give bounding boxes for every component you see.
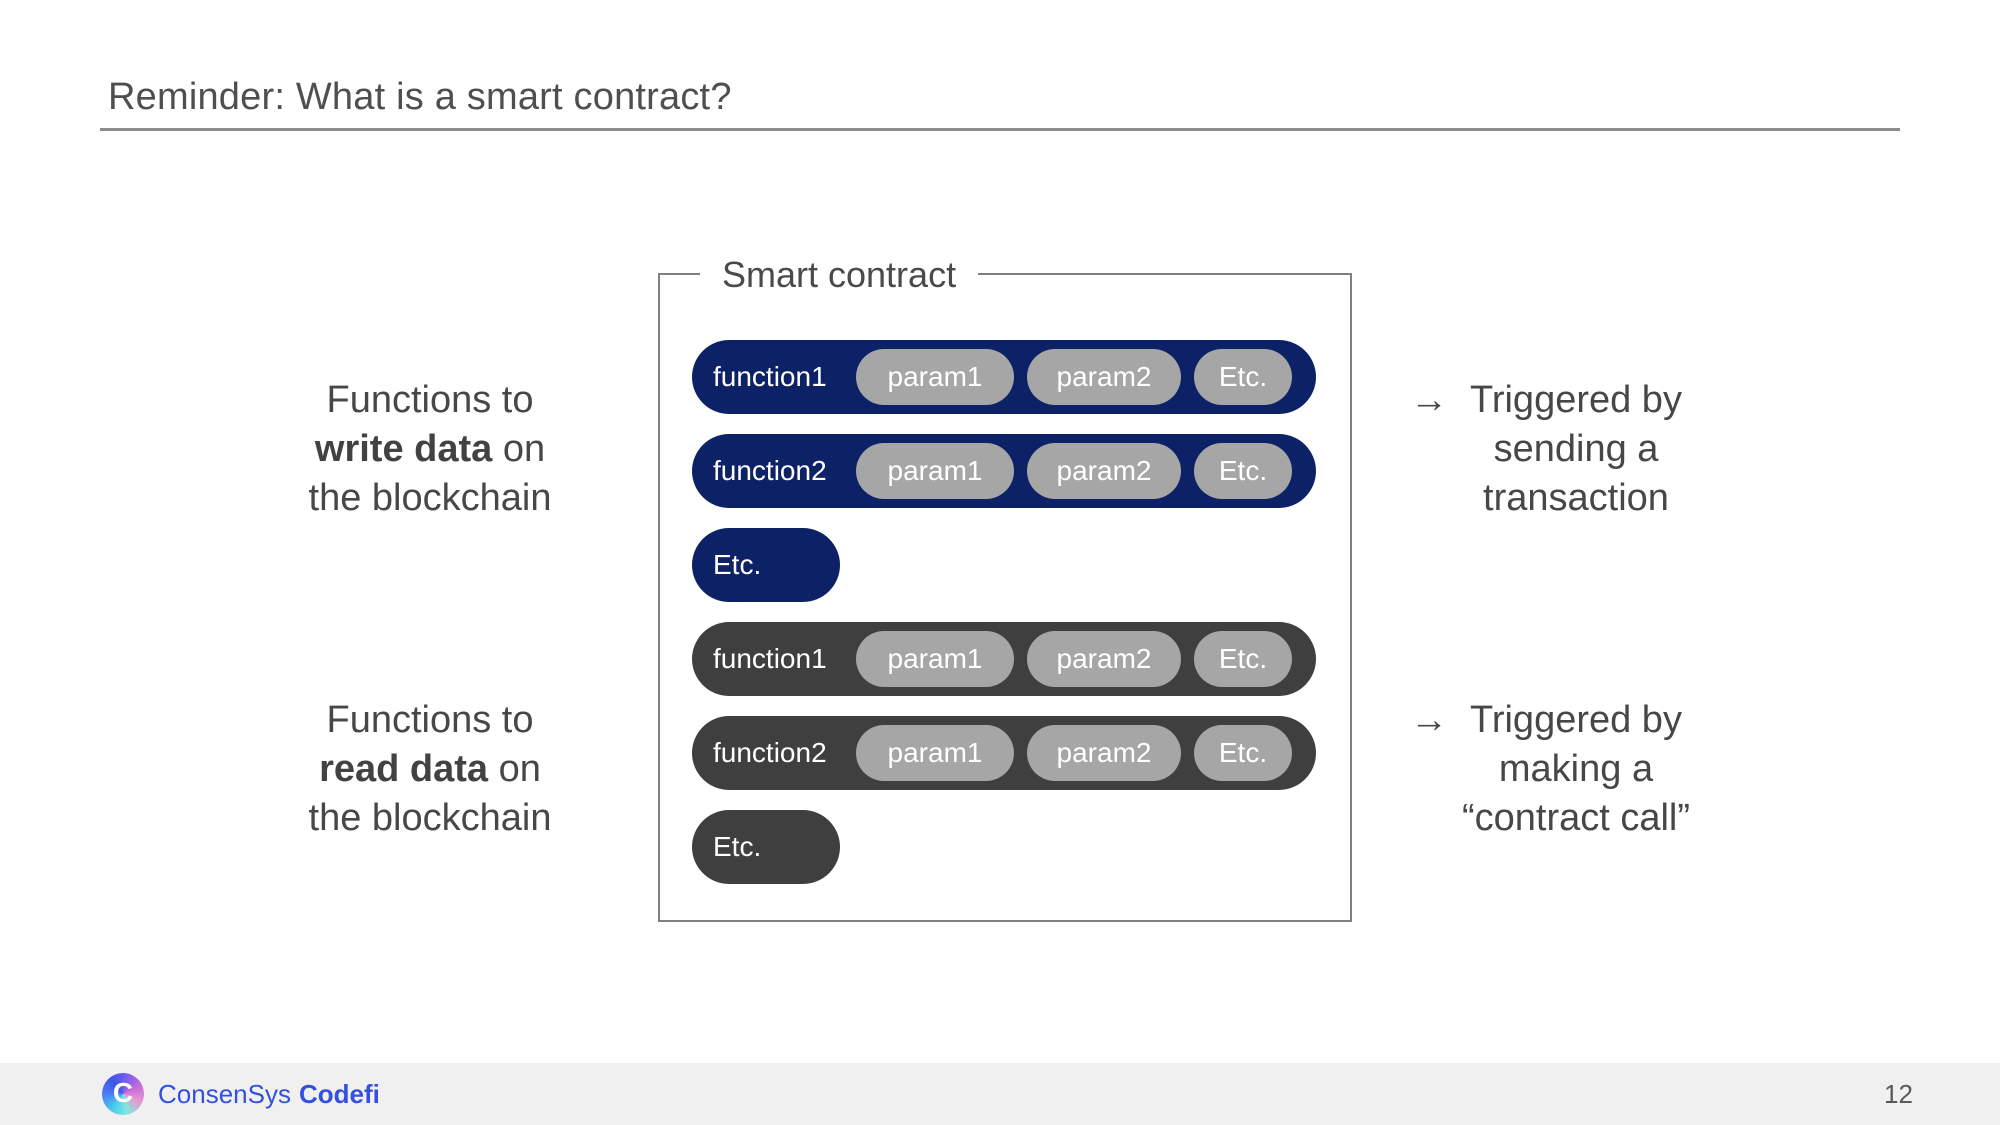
- function-name: function1: [713, 643, 827, 674]
- function-name: function2: [713, 737, 827, 768]
- note-line: read data on: [230, 745, 630, 794]
- footer-bar: C ConsenSys Codefi 12: [0, 1063, 2000, 1125]
- function-name: Etc.: [713, 831, 762, 862]
- note-line: “contract call”: [1461, 797, 1691, 839]
- param-list: param1 param2 Etc.: [856, 349, 1292, 405]
- param-pill: param2: [1027, 725, 1181, 781]
- write-functions-note: Functions to write data on the blockchai…: [230, 376, 630, 523]
- param-pill: Etc.: [1194, 631, 1292, 687]
- note-line: Functions to: [326, 699, 534, 741]
- title-divider: [100, 128, 1900, 131]
- function-name: function2: [713, 455, 827, 486]
- note-line: Triggered by: [1470, 699, 1682, 741]
- note-line: the blockchain: [308, 477, 552, 519]
- function-name: function1: [713, 361, 827, 392]
- brand-bold: Codefi: [298, 1078, 380, 1109]
- param-pill: param2: [1027, 631, 1181, 687]
- note-line: making a: [1498, 748, 1654, 790]
- param-pill: param2: [1027, 349, 1181, 405]
- note-line: write data on: [230, 425, 630, 474]
- note-bold: read data: [319, 748, 489, 790]
- param-pill: param1: [856, 725, 1014, 781]
- page-title: Reminder: What is a smart contract?: [108, 76, 732, 118]
- param-pill: param1: [856, 631, 1014, 687]
- read-function-row-1: function1 param1 param2 Etc.: [692, 622, 1316, 696]
- note-line: Triggered by: [1470, 379, 1682, 421]
- note-rest: on: [488, 748, 541, 790]
- param-pill: param1: [856, 349, 1014, 405]
- brand-regular: ConsenSys: [158, 1078, 291, 1109]
- smart-contract-box: Smart contract: [658, 253, 1352, 922]
- smart-contract-label: Smart contract: [700, 253, 979, 297]
- read-trigger-note: → Triggered by making a “contract call”: [1408, 696, 1744, 843]
- note-bold: write data: [314, 428, 493, 470]
- param-pill: param2: [1027, 443, 1181, 499]
- note-line: transaction: [1483, 477, 1669, 519]
- read-functions-note: Functions to read data on the blockchain: [230, 696, 630, 843]
- right-arrow-icon: →: [1410, 699, 1448, 741]
- param-pill: Etc.: [1194, 443, 1292, 499]
- param-pill: Etc.: [1194, 349, 1292, 405]
- note-line: Functions to: [326, 379, 534, 421]
- param-pill: param1: [856, 443, 1014, 499]
- param-pill: Etc.: [1194, 725, 1292, 781]
- write-function-row-etc: Etc.: [692, 528, 840, 602]
- brand-name: ConsenSys Codefi: [158, 1063, 380, 1125]
- right-arrow-icon: →: [1410, 379, 1448, 421]
- page-number: 12: [1884, 1078, 1913, 1109]
- read-function-row-2: function2 param1 param2 Etc.: [692, 716, 1316, 790]
- note-line: sending a: [1493, 428, 1659, 470]
- param-list: param1 param2 Etc.: [856, 725, 1292, 781]
- write-function-row-2: function2 param1 param2 Etc.: [692, 434, 1316, 508]
- logo-letter: C: [112, 1077, 134, 1108]
- write-trigger-note: → Triggered by sending a transaction: [1408, 376, 1744, 523]
- function-name: Etc.: [713, 549, 762, 580]
- write-function-row-1: function1 param1 param2 Etc.: [692, 340, 1316, 414]
- note-line: the blockchain: [308, 797, 552, 839]
- param-list: param1 param2 Etc.: [856, 443, 1292, 499]
- read-function-row-etc: Etc.: [692, 810, 840, 884]
- consensys-logo-icon: C: [102, 1073, 144, 1115]
- note-rest: on: [492, 428, 546, 470]
- param-list: param1 param2 Etc.: [856, 631, 1292, 687]
